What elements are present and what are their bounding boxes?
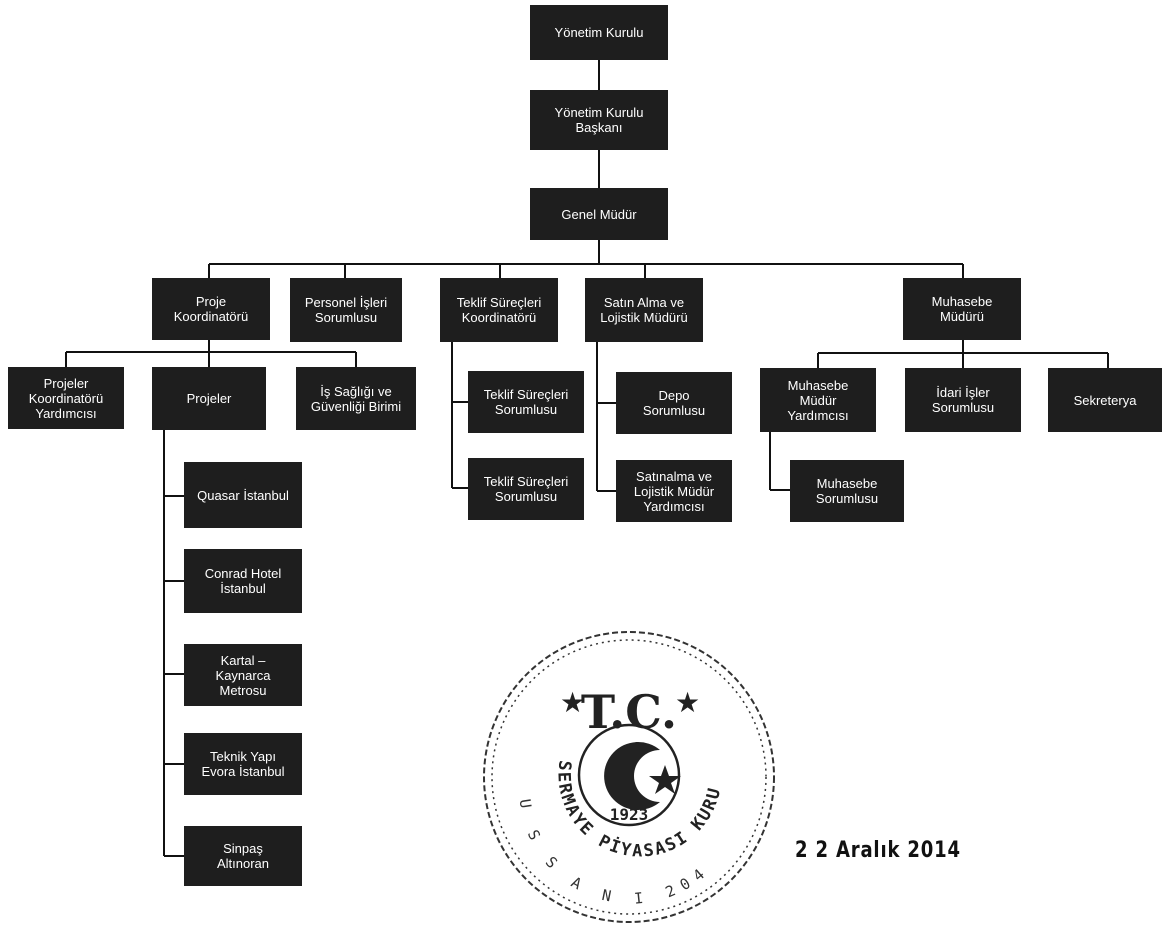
projeler-node: Projeler	[152, 367, 266, 430]
project-kartal-node: Kartal – Kaynarca Metrosu	[184, 644, 302, 706]
is-sagligi-node: İş Sağlığı ve Güvenliği Birimi	[296, 367, 416, 430]
seal-year: 1923	[610, 805, 649, 824]
teklif-sorumlusu-node: Teklif Süreçleri Sorumlusu	[468, 458, 584, 520]
sekreterya-node: Sekreterya	[1048, 368, 1162, 432]
project-conrad-node: Conrad Hotel İstanbul	[184, 549, 302, 613]
teklif-koordinatoru-node: Teklif Süreçleri Koordinatörü	[440, 278, 558, 342]
project-quasar-node: Quasar İstanbul	[184, 462, 302, 528]
muhasebe-muduru-node: Muhasebe Müdürü	[903, 278, 1021, 340]
projeler-koordinatoru-yardimcisi-node: Projeler Koordinatörü Yardımcısı	[8, 367, 124, 429]
yonetim-kurulu-node: Yönetim Kurulu	[530, 5, 668, 60]
svg-text:★: ★	[675, 686, 700, 719]
idari-isler-node: İdari İşler Sorumlusu	[905, 368, 1021, 432]
date-stamp: 2 2 Aralık 2014	[795, 838, 961, 863]
project-teknik-yapi-node: Teknik Yapı Evora İstanbul	[184, 733, 302, 795]
project-sinpas-node: Sinpaş Altınoran	[184, 826, 302, 886]
satin-alma-muduru-node: Satın Alma ve Lojistik Müdürü	[585, 278, 703, 342]
yonetim-kurulu-baskani-node: Yönetim Kurulu Başkanı	[530, 90, 668, 150]
teklif-sorumlusu-node: Teklif Süreçleri Sorumlusu	[468, 371, 584, 433]
genel-mudur-node: Genel Müdür	[530, 188, 668, 240]
seal-top-text: T.C.	[581, 685, 677, 739]
satinalma-mudur-yardimcisi-node: Satınalma ve Lojistik Müdür Yardımcısı	[616, 460, 732, 522]
seal-stamp	[483, 631, 775, 923]
svg-text:★: ★	[560, 686, 585, 719]
depo-sorumlusu-node: Depo Sorumlusu	[616, 372, 732, 434]
muhasebe-mudur-yardimcisi-node: Muhasebe Müdür Yardımcısı	[760, 368, 876, 432]
proje-koordinatoru-node: Proje Koordinatörü	[152, 278, 270, 340]
muhasebe-sorumlusu-node: Muhasebe Sorumlusu	[790, 460, 904, 522]
personel-isleri-node: Personel İşleri Sorumlusu	[290, 278, 402, 342]
